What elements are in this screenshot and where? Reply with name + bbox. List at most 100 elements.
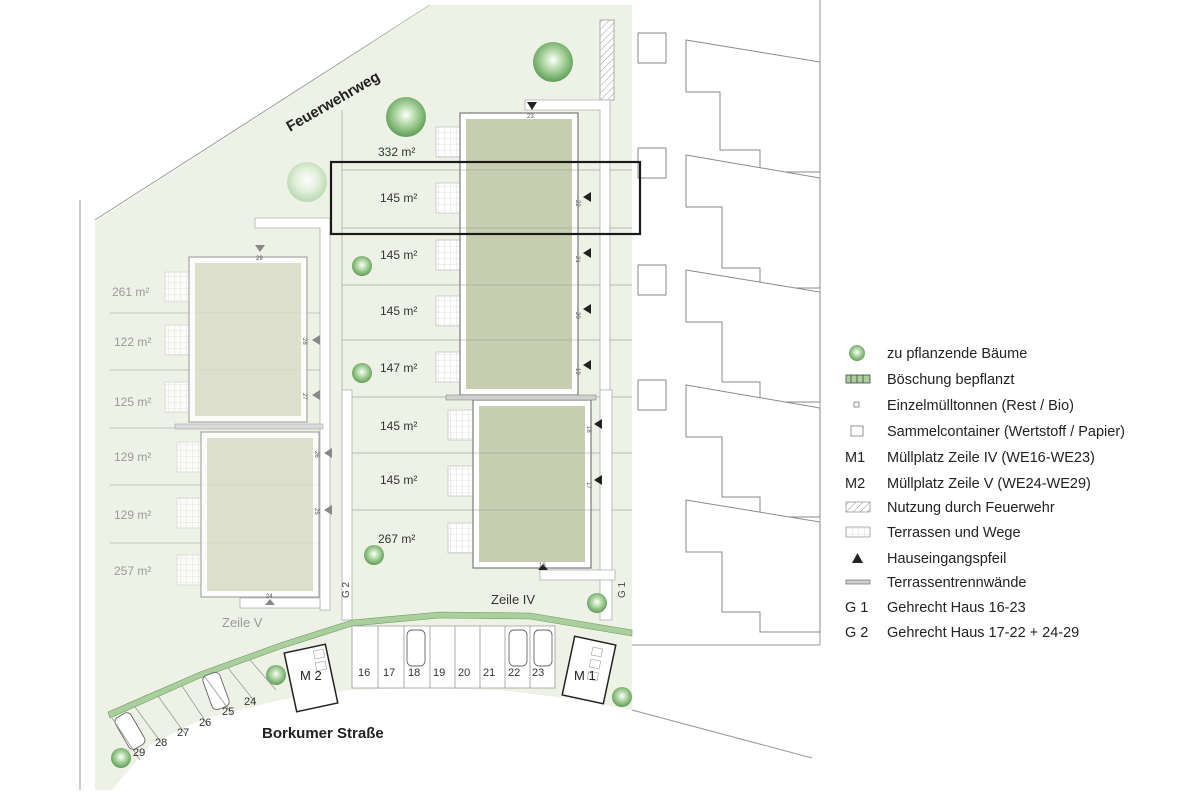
parking-number: 29 (133, 747, 145, 759)
street-label-borkumer: Borkumer Straße (262, 725, 384, 742)
parking-numbers-v: 29 28 27 26 25 24 (133, 696, 256, 759)
car-icon (508, 629, 528, 667)
legend-item: Nutzung durch Feuerwehr (887, 500, 1055, 516)
entrance-arrows (255, 102, 602, 605)
house-number: 16 (539, 563, 546, 569)
parking-number: 17 (383, 667, 395, 679)
parking-number: 16 (358, 667, 370, 679)
parked-cars (114, 629, 553, 750)
house-number: 18 (585, 426, 591, 433)
house-number: 19 (574, 368, 580, 375)
parking-v (111, 659, 277, 761)
legend-item: Böschung bepflanzt (887, 372, 1014, 388)
container-icons (312, 646, 604, 682)
house-number: 21 (574, 256, 580, 263)
fire-brigade-strip (599, 19, 615, 101)
parking-number: 27 (177, 727, 189, 739)
arrow-up-icon (852, 553, 863, 563)
legend-code: M2 (845, 476, 865, 492)
parking-number: 22 (508, 667, 520, 679)
house-number: 23 (527, 114, 534, 120)
area-labels-iv: 332 m² 145 m² 145 m² 145 m² 147 m² 145 m… (378, 145, 417, 546)
legend-item: Terrassen und Wege (887, 525, 1021, 541)
parking-number: 19 (433, 667, 445, 679)
tree-icon (364, 545, 384, 565)
parking-number: 18 (408, 667, 420, 679)
wall-icon (845, 579, 871, 585)
slope-icon (845, 374, 871, 384)
muellplatz-boxes (283, 635, 617, 713)
tree-icon (266, 665, 286, 685)
plot-area: 267 m² (378, 532, 415, 546)
parking-iv (351, 625, 556, 689)
muellplatz-m1 (561, 635, 617, 705)
house-number: 17 (585, 482, 591, 489)
legend-item: Müllplatz Zeile V (WE24-WE29) (887, 476, 1091, 492)
zeile-v-buildings (174, 256, 324, 598)
area-labels-v: 261 m² 122 m² 125 m² 129 m² 129 m² 257 m… (112, 285, 151, 578)
car-icon (202, 671, 230, 711)
plot-area: 145 m² (380, 473, 417, 487)
legend-item: Terrassentrennwände (887, 575, 1026, 591)
house-numbers-iv: 23 22 21 20 19 18 17 16 (527, 114, 591, 569)
house-number: 27 (301, 393, 307, 400)
legend: M1 M2 G 1 G 2 zu pflanzende Bäume Böschu… (845, 345, 1125, 641)
legend-item: Müllplatz Zeile IV (WE16-WE23) (887, 450, 1095, 466)
tree-icon (587, 593, 607, 613)
walkways (239, 99, 616, 621)
neighbour-houses (637, 32, 821, 633)
plot-area: 261 m² (112, 285, 149, 299)
muellplatz-label-m2: M 2 (300, 668, 322, 683)
terraces-v (164, 271, 204, 586)
car-icon (114, 712, 146, 750)
gehrecht-label-g1: G 1 (617, 581, 628, 598)
tree-icon (111, 748, 131, 768)
plot-area: 129 m² (114, 450, 151, 464)
parking-numbers-iv: 16 17 18 19 20 21 22 23 (358, 667, 544, 679)
row-label-zeile-v: Zeile V (222, 615, 263, 630)
muellplatz-label-m1: M 1 (574, 668, 596, 683)
legend-item: Hauseingangspfeil (887, 551, 1006, 567)
tree-icon (352, 363, 372, 383)
plot-area: 129 m² (114, 508, 151, 522)
plot-area: 122 m² (114, 335, 151, 349)
plot-area: 332 m² (378, 145, 415, 159)
parking-number: 23 (532, 667, 544, 679)
trees (111, 42, 632, 768)
house-number: 26 (313, 451, 319, 458)
parking-number: 21 (483, 667, 495, 679)
hatch-icon (845, 501, 871, 513)
zeile-iv-buildings (445, 112, 597, 569)
plot-area: 147 m² (380, 361, 417, 375)
tree-icon (612, 687, 632, 707)
house-number: 22 (574, 200, 580, 207)
legend-code: G 2 (845, 625, 868, 641)
plot-area: 145 m² (380, 304, 417, 318)
planted-slope (107, 611, 633, 719)
legend-item: zu pflanzende Bäume (887, 346, 1027, 362)
tree-icon (849, 345, 865, 361)
house-number: 29 (256, 256, 263, 262)
plot-area: 145 m² (380, 191, 417, 205)
tree-icon (352, 256, 372, 276)
parking-number: 28 (155, 737, 167, 749)
plot-area: 125 m² (114, 395, 151, 409)
row-label-zeile-iv: Zeile IV (491, 592, 535, 607)
parking-number: 26 (199, 717, 211, 729)
plot-area: 145 m² (380, 419, 417, 433)
parking-number: 24 (244, 696, 256, 708)
car-icon (533, 629, 553, 667)
house-number: 20 (574, 312, 580, 319)
parking-number: 20 (458, 667, 470, 679)
highlight-box (329, 160, 642, 236)
house-numbers-v: 29 28 27 26 25 24 (256, 256, 319, 600)
house-number: 28 (301, 338, 307, 345)
legend-item: Einzelmülltonnen (Rest / Bio) (887, 398, 1074, 414)
parking-number: 25 (222, 706, 234, 718)
legend-item: Gehrecht Haus 16-23 (887, 600, 1026, 616)
grid-icon (845, 526, 871, 538)
gehrecht-label-g2: G 2 (341, 581, 352, 598)
plot-area: 257 m² (114, 564, 151, 578)
legend-item: Sammelcontainer (Wertstoff / Papier) (887, 424, 1125, 440)
